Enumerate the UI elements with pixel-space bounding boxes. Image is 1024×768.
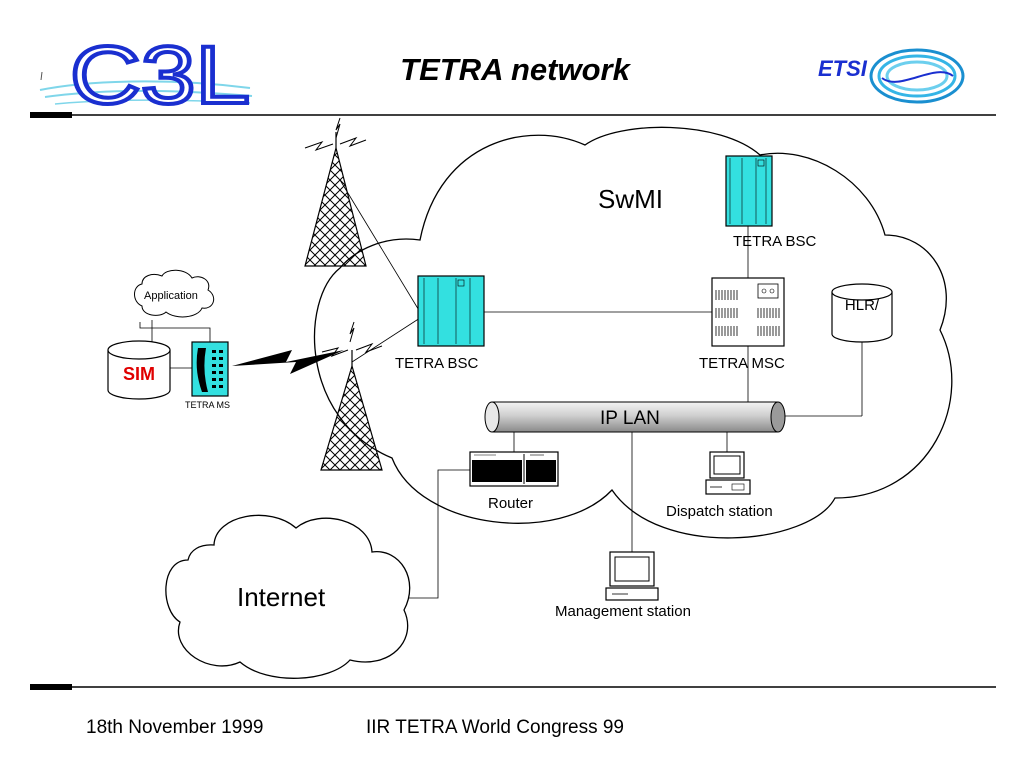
- c3l-logo: C3L: [39, 28, 253, 123]
- internet-cloud: [165, 514, 411, 679]
- tetra-bsc-top: [725, 155, 773, 227]
- c3l-logo-text: C3L: [70, 30, 250, 121]
- footer-divider: [30, 684, 996, 690]
- management-station-computer: [605, 551, 659, 601]
- radio-tower-bottom: [320, 321, 383, 471]
- application-label: Application: [144, 290, 198, 302]
- footer-date: 18th November 1999: [86, 717, 263, 738]
- tetra-ms-label: TETRA MS: [185, 400, 230, 410]
- router: [469, 451, 559, 487]
- page-title: TETRA network: [400, 52, 631, 87]
- radio-tower-top: [304, 117, 367, 267]
- management-station-label: Management station: [555, 603, 691, 620]
- radio-link-bolt: [232, 350, 344, 374]
- etsi-logo-text: ETSI: [818, 56, 868, 81]
- tetra-msc: [711, 277, 785, 347]
- dispatch-station-label: Dispatch station: [666, 503, 773, 520]
- hlr-vlr-database: [831, 283, 893, 343]
- sim-label: SIM: [123, 364, 155, 384]
- tetra-msc-label: TETRA MSC: [699, 355, 785, 372]
- sim-database: [107, 340, 171, 400]
- ip-lan-bus: [484, 401, 786, 433]
- swmi-cloud: [313, 126, 953, 539]
- application-cloud: [134, 269, 215, 318]
- header-divider: [30, 112, 996, 118]
- tetra-bsc-left: [417, 275, 485, 347]
- tetra-ms-terminal: [191, 341, 229, 397]
- hlr-label: HLR/: [845, 297, 880, 314]
- tetra-bsc-top-label: TETRA BSC: [733, 233, 817, 250]
- tetra-bsc-left-label: TETRA BSC: [395, 355, 479, 372]
- footer-event: IIR TETRA World Congress 99: [366, 717, 624, 738]
- etsi-logo: ETSI: [818, 48, 965, 104]
- router-label: Router: [488, 495, 533, 512]
- dispatch-station-computer: [705, 451, 751, 495]
- ip-lan-label: IP LAN: [600, 408, 660, 429]
- swmi-label: SwMI: [598, 184, 663, 214]
- internet-label: Internet: [237, 582, 326, 612]
